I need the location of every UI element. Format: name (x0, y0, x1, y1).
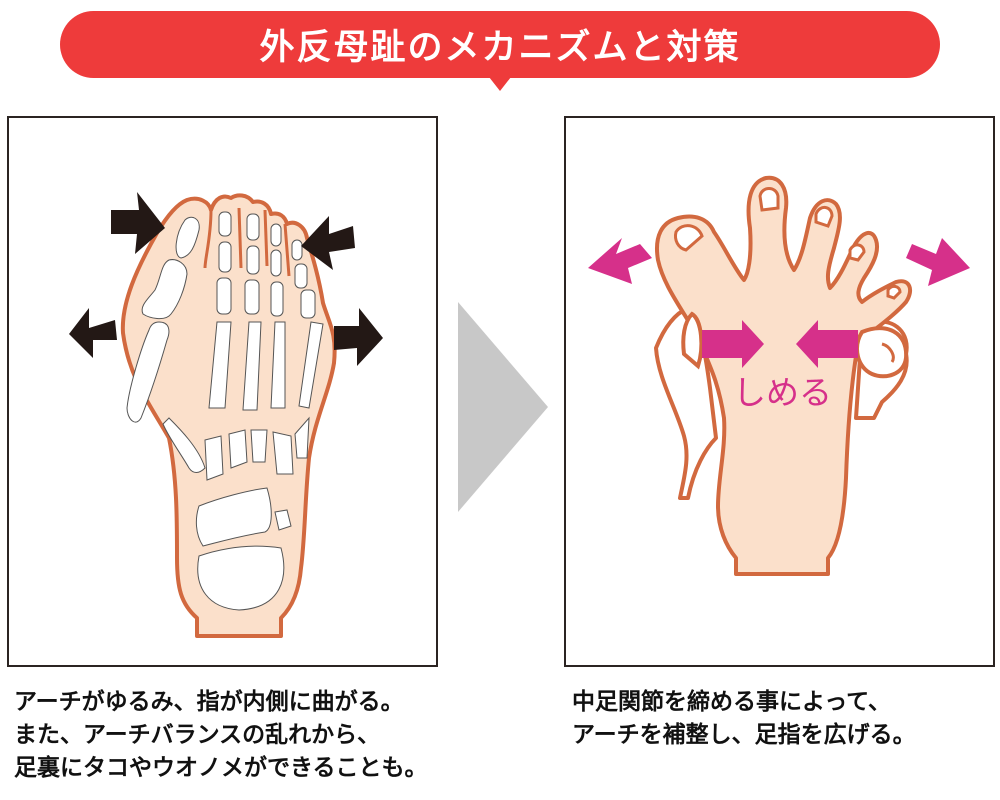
compression-arrows (69, 192, 383, 366)
countermeasure-panel (564, 116, 995, 667)
countermeasure-caption: 中足関節を締める事によって、 アーチを補整し、足指を広げる。 (572, 686, 916, 752)
page-title: 外反母趾のメカニズムと対策 (259, 28, 741, 68)
caption-line: 足裏にタコやウオノメができることも。 (14, 755, 428, 781)
mechanism-caption: アーチがゆるみ、指が内側に曲がる。 また、アーチバランスの乱れから、 足裏にタコ… (14, 686, 428, 785)
caption-line: また、アーチバランスの乱れから、 (14, 722, 381, 748)
mechanism-panel (7, 116, 438, 667)
caption-line: アーチを補整し、足指を広げる。 (572, 722, 916, 748)
spread-and-squeeze-arrows (588, 238, 970, 368)
play-triangle-icon (458, 302, 548, 512)
title-banner: 外反母趾のメカニズムと対策 (60, 11, 940, 78)
banner-pointer (489, 77, 511, 91)
bunion-foot-illustration (69, 192, 383, 638)
caption-line: 中足関節を締める事によって、 (572, 689, 892, 715)
hands-squeezing-foot-illustration (588, 175, 970, 576)
squeeze-label: しめる (733, 373, 832, 412)
caption-line: アーチがゆるみ、指が内側に曲がる。 (14, 689, 404, 715)
